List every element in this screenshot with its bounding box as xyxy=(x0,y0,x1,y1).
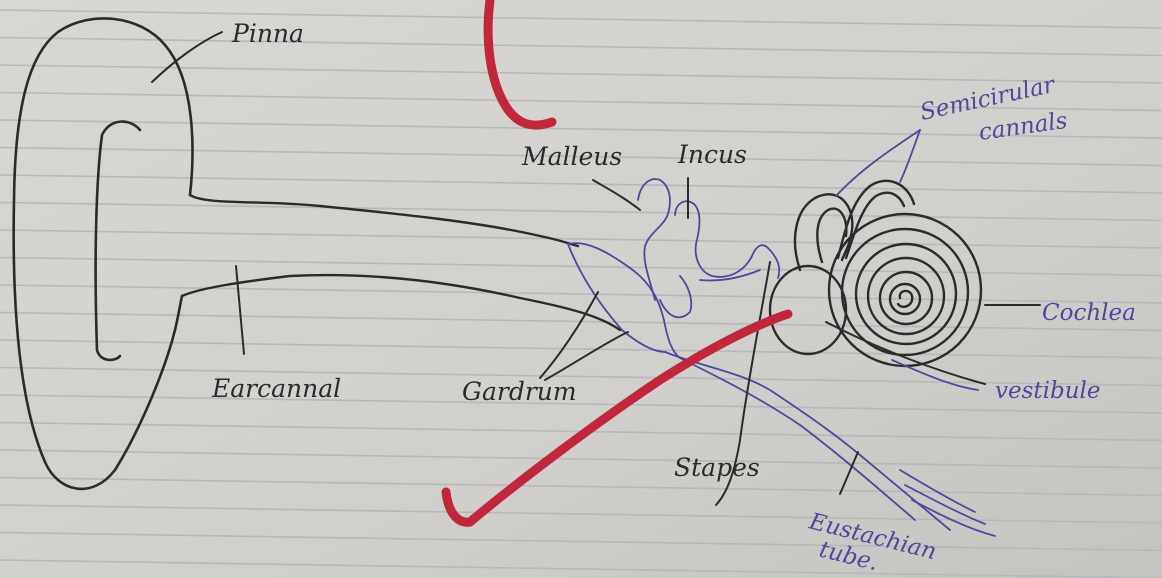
label-vestibule: vestibule xyxy=(995,378,1101,404)
label-malleus: Malleus xyxy=(521,142,622,171)
label-cochlea: Cochlea xyxy=(1042,300,1136,326)
label-stapes: Stapes xyxy=(674,453,760,482)
label-incus: Incus xyxy=(677,140,747,169)
label-pinna: Pinna xyxy=(231,19,304,48)
label-eardrum: Gardrum xyxy=(462,377,577,406)
label-ear-canal: Earcannal xyxy=(211,374,341,403)
